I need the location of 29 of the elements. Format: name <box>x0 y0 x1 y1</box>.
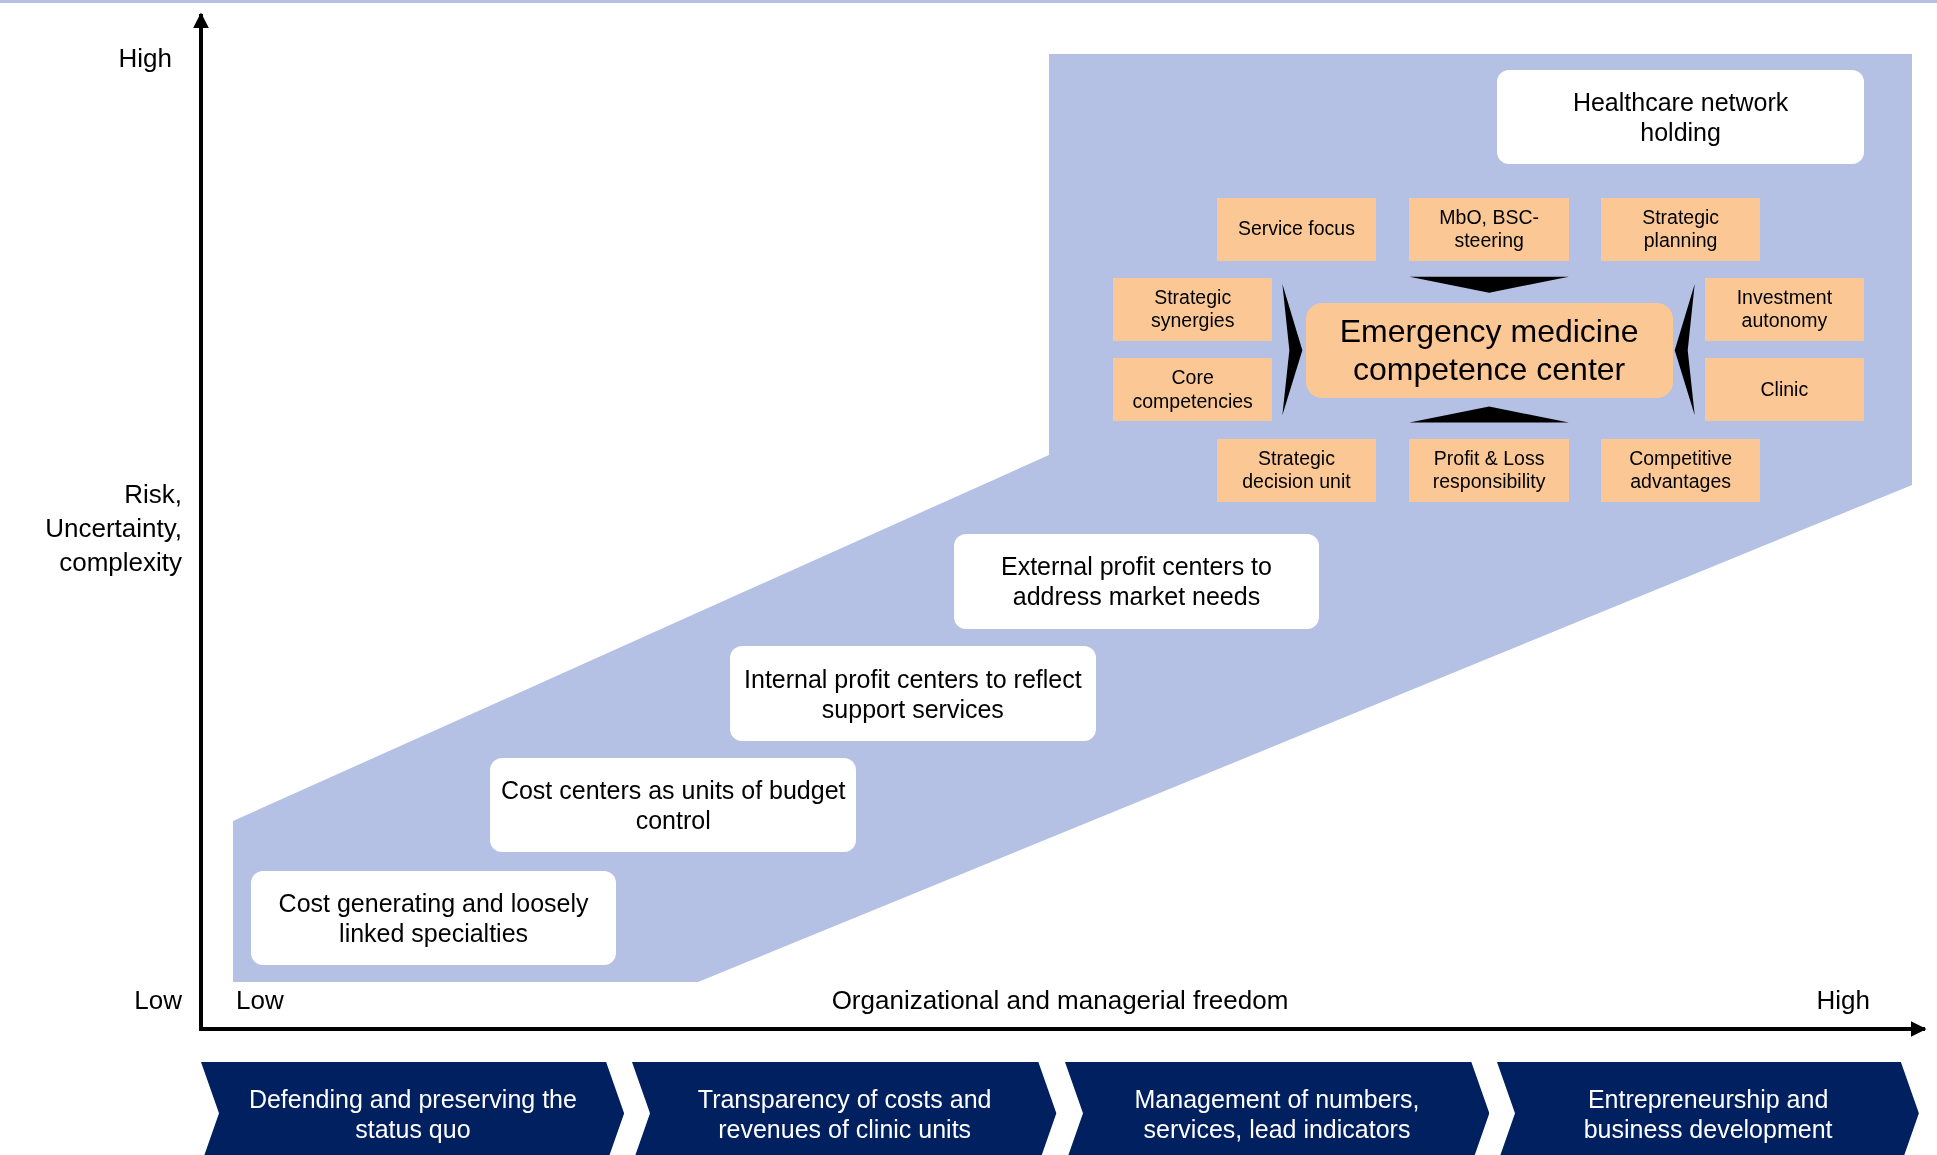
text-box: Competitive advantages <box>1600 438 1761 502</box>
central-box: Emergency medicine competence center <box>1305 302 1673 398</box>
chevron-banner: Management of numbers, services, lead indicators <box>1064 1062 1490 1155</box>
axis-label: Low <box>133 984 182 1017</box>
stage-box: Cost generating and loosely linked specialties <box>250 870 617 965</box>
axis-label: Risk, Uncertainty, complexity <box>44 478 182 579</box>
text-box: Strategic synergies <box>1113 277 1273 341</box>
wedge-arrow <box>1409 406 1569 423</box>
wedge-arrow <box>1282 283 1303 416</box>
chevron-banner: Transparency of costs and revenues of clinic units <box>632 1062 1057 1155</box>
wedge-arrow <box>1674 283 1695 416</box>
stage-box: Cost centers as units of budget control <box>490 758 857 853</box>
axis-label: High <box>117 42 172 75</box>
text-box: Core competencies <box>1113 358 1273 422</box>
stage-box: Internal profit centers to reflect support services <box>730 646 1096 742</box>
text-box: Strategic planning <box>1600 197 1761 261</box>
axis-label: Organizational and managerial freedom <box>830 984 1290 1017</box>
text-box: Service focus <box>1216 197 1377 261</box>
text-box: MbO, BSC-steering <box>1409 197 1569 261</box>
chevron-banner: Entrepreneurship and business development <box>1497 1062 1920 1155</box>
text-box: Investment autonomy <box>1704 277 1865 341</box>
text-box: Strategic decision unit <box>1216 438 1377 502</box>
axis-label: Low <box>236 984 285 1017</box>
stage-box: External profit centers to address market needs <box>953 533 1320 629</box>
text-box: Profit & Loss responsibility <box>1409 438 1569 502</box>
chevron-banner: Defending and preserving the status quo <box>201 1062 625 1155</box>
text-box: Clinic <box>1704 358 1865 422</box>
axis-label: High <box>1815 984 1870 1017</box>
text-box: Healthcare network holding <box>1497 70 1865 165</box>
